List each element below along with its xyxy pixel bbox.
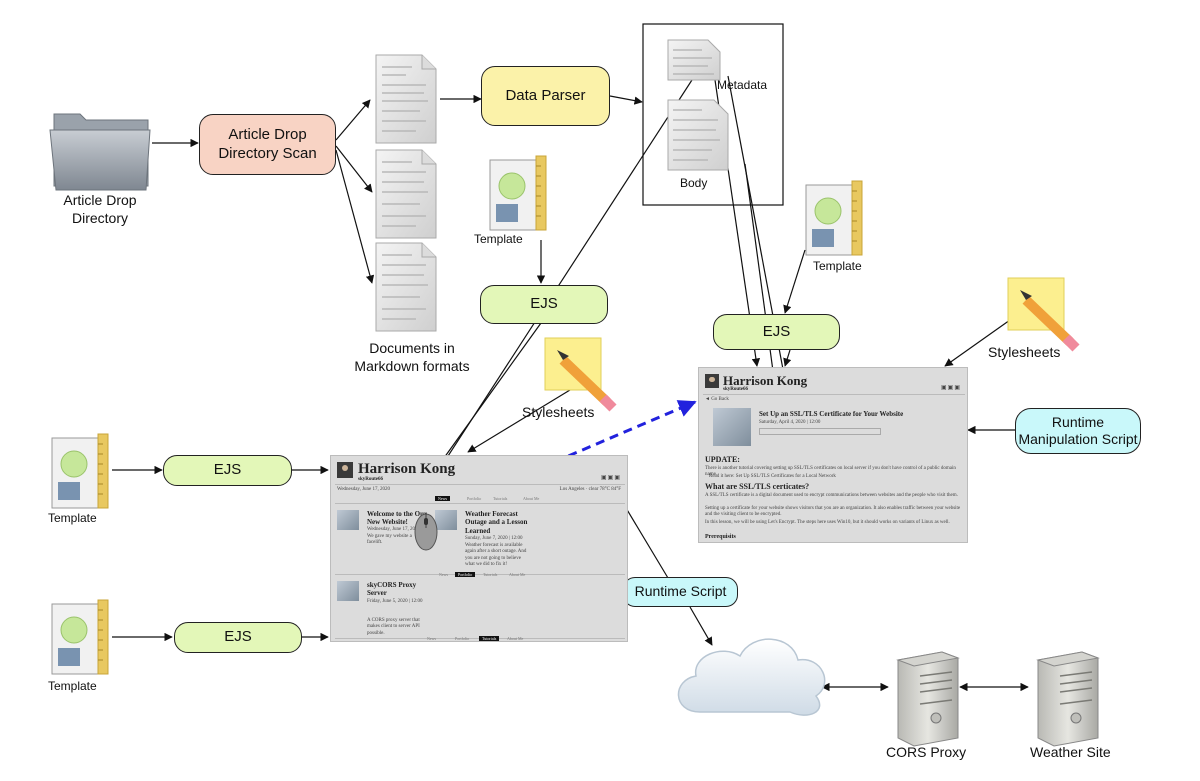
date-text: Wednesday, June 17, 2020 [337, 487, 391, 492]
tab-tutorials[interactable]: Tutorials [479, 636, 500, 641]
site-subtitle: skyRoute66 [723, 387, 749, 392]
site-title: Harrison Kong [358, 461, 456, 477]
article-meta: Friday, June 5, 2020 | 12:00 [367, 599, 423, 604]
body-document-icon [667, 99, 729, 171]
article-image [713, 408, 751, 446]
stylesheet-icon [544, 337, 617, 412]
node-runtime-script: Runtime Script [623, 577, 738, 607]
edge-stylesheet-homepage [467, 389, 571, 453]
article-summary: A CORS proxy server that makes client to… [367, 618, 420, 636]
social-icons: ▣▣▣ [600, 475, 621, 481]
template-icon [51, 599, 109, 675]
edge-runtime-script-homepage [619, 497, 669, 579]
tag-list [759, 428, 881, 435]
edge-parser-body [609, 95, 643, 105]
template-icon [51, 433, 109, 509]
article-summary: We gave my website a facelift. [367, 534, 412, 546]
tab-news[interactable]: News [435, 496, 451, 501]
article-meta: Sunday, June 7, 2020 | 12:00 [465, 536, 523, 541]
label-weather-site: Weather Site [1030, 744, 1111, 760]
edge-stylesheet-articlepage [944, 319, 1011, 367]
article-page-screenshot: Harrison Kong skyRoute66 ▣▣▣ ◄ Go Back S… [698, 367, 968, 543]
article-meta: Saturday, April 4, 2020 | 12:00 [759, 420, 821, 425]
weather-text: Los Angeles · clear 78°C 84°F [559, 487, 621, 492]
label-documents-markdown: Documents in Markdown formats [354, 340, 470, 374]
section-heading: What are SSL/TLS certicates? [705, 482, 810, 491]
label-template-left-1: Template [48, 511, 97, 525]
article-meta: Wednesday, June 17, 2020 | 12:00 [367, 527, 435, 532]
tab-news[interactable]: News [439, 572, 449, 577]
document-icon [375, 149, 437, 239]
avatar [705, 374, 719, 388]
edge-template-ejs-right [783, 249, 806, 314]
social-icons: ▣▣▣ [940, 385, 961, 391]
article-title[interactable]: skyCORS Proxy Server [367, 581, 417, 598]
cors-proxy-server-icon [896, 651, 960, 747]
node-article-drop-directory-scan: Article Drop Directory Scan [199, 114, 336, 175]
node-ejs-left-2: EJS [174, 622, 302, 653]
node-runtime-manipulation-script: Runtime Manipulation Script [1015, 408, 1141, 454]
update-bullet: Read it here: Set Up SSL/TLS Certificate… [709, 474, 836, 479]
edge-runtime-script-cloud [689, 606, 713, 646]
tab-tutorials[interactable]: Tutorials [493, 496, 508, 501]
edge-scan-doc1 [335, 99, 371, 141]
avatar [337, 462, 353, 478]
article-title[interactable]: Weather Forecast Outage and a Lesson Lea… [465, 510, 528, 535]
node-ejs-right: EJS [713, 314, 840, 350]
article-thumbnail [337, 581, 359, 601]
paragraph-1: A SSL/TLS certificate is a digital docum… [705, 493, 958, 498]
edge-scan-doc2 [335, 145, 373, 193]
site-subtitle: skyRoute66 [358, 477, 384, 482]
homepage-screenshot: Harrison Kong skyRoute66 ▣▣▣ Wednesday, … [330, 455, 628, 642]
tab-about-me[interactable]: About Me [507, 636, 524, 641]
label-template-right: Template [813, 259, 862, 273]
node-data-parser: Data Parser [481, 66, 610, 126]
label-stylesheets-center: Stylesheets [522, 404, 595, 420]
label-stylesheets-right: Stylesheets [988, 344, 1061, 360]
update-text: There is another tutorial covering setti… [705, 466, 956, 478]
article-title[interactable]: Welcome to the Our New Website! [367, 510, 427, 527]
label-metadata: Metadata [717, 78, 768, 92]
go-back-link[interactable]: ◄ Go Back [705, 397, 729, 402]
article-summary: Weather forecast is available again afte… [465, 543, 527, 567]
paragraph-2: Setting up a certificate for your websit… [705, 506, 961, 518]
template-icon [489, 155, 547, 231]
edge-scan-doc3 [335, 149, 375, 284]
edge-ejs-right-articlepage [783, 349, 792, 367]
folder-icon [49, 113, 151, 191]
tab-portfolio[interactable]: Portfolio [455, 636, 470, 641]
tab-tutorials[interactable]: Tutorials [483, 572, 498, 577]
paragraph-3: In this lesson, we will be using Let's E… [705, 520, 950, 525]
stylesheet-icon [1007, 277, 1080, 352]
site-title: Harrison Kong [723, 373, 808, 388]
tab-portfolio[interactable]: Portfolio [467, 496, 482, 501]
tab-about-me[interactable]: About Me [509, 572, 526, 577]
node-ejs-left-1: EJS [163, 455, 292, 486]
tab-portfolio[interactable]: Portfolio [455, 572, 476, 577]
label-template-top: Template [474, 232, 523, 246]
tab-about-me[interactable]: About Me [523, 496, 540, 501]
article-heading: Set Up an SSL/TLS Certificate for Your W… [759, 410, 904, 418]
mouse-icon [414, 513, 438, 551]
tab-news[interactable]: News [427, 636, 437, 641]
prerequisites-heading: Prerequisits [705, 534, 736, 540]
label-template-left-2: Template [48, 679, 97, 693]
weather-site-server-icon [1036, 651, 1100, 747]
parsed-output-box [642, 23, 784, 206]
edge-homepage-articlepage-dashed [457, 400, 697, 505]
document-icon [375, 54, 437, 144]
node-ejs-top: EJS [480, 285, 608, 324]
metadata-document-icon [667, 39, 721, 81]
label-body: Body [680, 176, 708, 190]
article-thumbnail [435, 510, 457, 530]
cloud-icon [677, 638, 826, 716]
update-heading: UPDATE: [705, 455, 740, 464]
document-icon [375, 242, 437, 332]
label-cors-proxy: CORS Proxy [886, 744, 967, 760]
label-article-drop-directory: Article Drop Directory [63, 192, 137, 226]
template-icon [805, 180, 863, 256]
article-thumbnail [337, 510, 359, 530]
